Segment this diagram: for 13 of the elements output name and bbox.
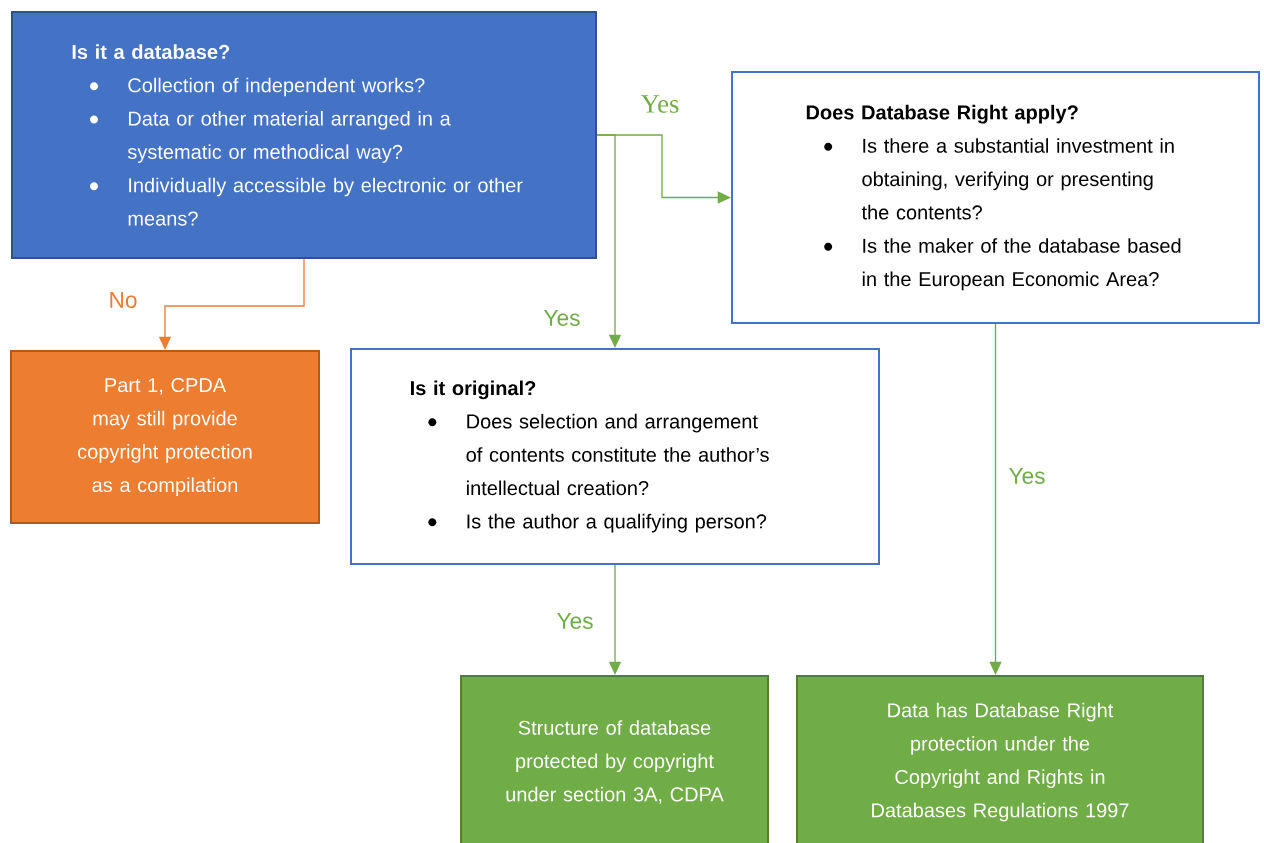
arrow	[596, 134, 622, 348]
arrow	[989, 323, 1002, 675]
question-box: Does Database Right apply? Is there a substantial investment in obtaining, verifying or presenting the contents? Is the maker of the database based in the European Economic Area?	[731, 71, 1260, 324]
question-box: Is it original? Does selection and arrangement of contents constitute the author’s intellectual creation? Is the author a qualifying person?	[350, 348, 880, 565]
outcome-box: Data has Database Right protection under the Copyright and Rights in Databases Regulations 1997	[796, 675, 1204, 843]
outcome-box: Part 1, CPDA may still provide copyright protection as a compilation	[10, 350, 320, 524]
edge-label: Yes	[542, 308, 582, 328]
edge-label: Yes	[1007, 466, 1047, 486]
edge-label: No	[107, 290, 139, 310]
question-box: Is it a database? Collection of independent works? Data or other material arranged in a systematic or methodical way? Individually accessible by electronic or other means?	[11, 11, 597, 259]
outcome-box: Structure of database protected by copyright under section 3A, CDPA	[460, 675, 769, 843]
edge-label: Yes	[639, 93, 681, 115]
edge-label: Yes	[555, 611, 595, 631]
